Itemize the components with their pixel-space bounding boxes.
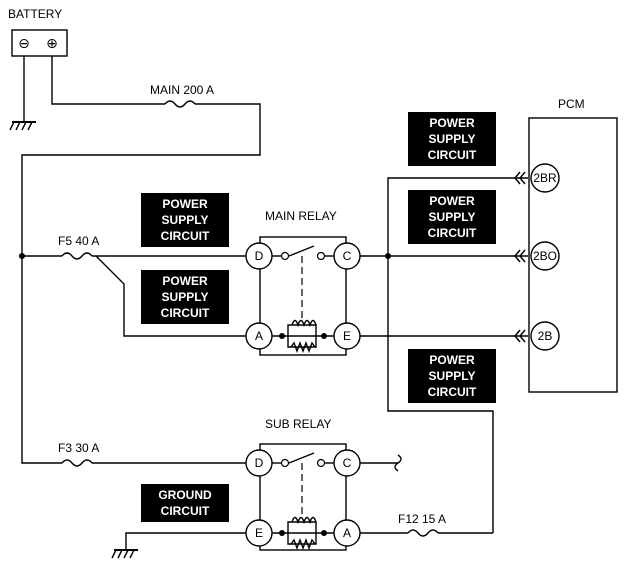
pcm-connector-2b-icon [514,329,526,343]
ground-circuit-block: GROUND CIRCUIT [141,484,229,522]
sub-relay-terminal-c: C [343,456,352,470]
f3-input-wire [21,447,62,464]
main-relay-label: MAIN RELAY [265,209,337,223]
pcm-connector-2bo-icon [514,249,526,263]
pcm-box [528,117,618,393]
psc-between-relay-pcm-block: POWER SUPPLY CIRCUIT [408,190,496,244]
svg-text:CIRCUIT: CIRCUIT [161,229,210,243]
to-f12-wire [387,256,494,533]
svg-text:POWER: POWER [429,116,475,130]
f3-fuse-label: F3 30 A [58,441,99,455]
main-relay-terminal-c: C [343,249,352,263]
svg-text:SUPPLY: SUPPLY [429,369,476,383]
sub-relay-switch-icon [288,452,315,464]
wire-break-icon [394,454,402,472]
pcm-label: PCM [558,97,585,111]
ground-icon [9,121,36,131]
pcm-connector-2br-icon [514,171,526,185]
psc-f5-branch-block: POWER SUPPLY CIRCUIT [141,270,229,324]
svg-text:SUPPLY: SUPPLY [429,132,476,146]
svg-text:CIRCUIT: CIRCUIT [428,148,477,162]
main-relay-box [259,236,347,356]
sub-relay-ground-wire [125,532,246,550]
sub-relay-terminal-a: A [343,526,351,540]
f3-fuse-icon [61,459,93,467]
sub-relay-label: SUB RELAY [265,417,331,431]
svg-text:POWER: POWER [162,274,208,288]
svg-text:POWER: POWER [429,353,475,367]
to-pcm-2br-wire [387,177,528,256]
pcm-terminal-2b: 2B [538,329,553,343]
svg-text:POWER: POWER [162,197,208,211]
svg-text:CIRCUIT: CIRCUIT [161,306,210,320]
main-fuse-icon [164,100,196,108]
sub-relay-terminal-e: E [255,526,263,540]
svg-text:CIRCUIT: CIRCUIT [428,385,477,399]
main-relay-terminal-e: E [343,329,351,343]
f5-to-main-relay-a-wire [95,255,246,337]
main-bus-wire [21,103,261,447]
f5-fuse-label: F5 40 A [58,234,99,248]
svg-text:SUPPLY: SUPPLY [162,290,209,304]
psc-right-lower-block: POWER SUPPLY CIRCUIT [408,349,496,403]
sub-relay-terminal-d: D [255,456,264,470]
psc-main-relay-left-block: POWER SUPPLY CIRCUIT [141,193,229,247]
psc-pcm-top-block: POWER SUPPLY CIRCUIT [408,112,496,166]
pcm-terminal-2br: 2BR [533,171,557,185]
svg-text:SUPPLY: SUPPLY [429,210,476,224]
main-relay-switch-icon [288,245,315,257]
svg-text:SUPPLY: SUPPLY [162,213,209,227]
pcm-terminal-2bo: 2BO [533,249,557,263]
main-relay-terminal-a: A [255,329,263,343]
sub-relay-box [259,443,347,551]
battery-plus-icon: ⊕ [46,35,58,51]
f5-fuse-icon [61,252,93,260]
sub-relay-coil-icon [287,516,317,550]
svg-text:GROUND: GROUND [158,488,212,502]
battery: BATTERY ⊖ ⊕ [8,7,68,57]
main-fuse-label: MAIN 200 A [150,83,214,97]
svg-text:CIRCUIT: CIRCUIT [428,226,477,240]
main-relay-terminal-d: D [255,249,264,263]
sub-relay-ground-icon [111,549,138,559]
svg-text:CIRCUIT: CIRCUIT [161,504,210,518]
battery-positive-wire [51,56,165,105]
f12-fuse-label: F12 15 A [398,512,446,526]
battery-label: BATTERY [8,7,62,21]
main-relay-coil-icon [287,319,317,353]
battery-minus-icon: ⊖ [18,35,30,51]
svg-text:POWER: POWER [429,194,475,208]
f12-fuse-icon [407,529,439,537]
